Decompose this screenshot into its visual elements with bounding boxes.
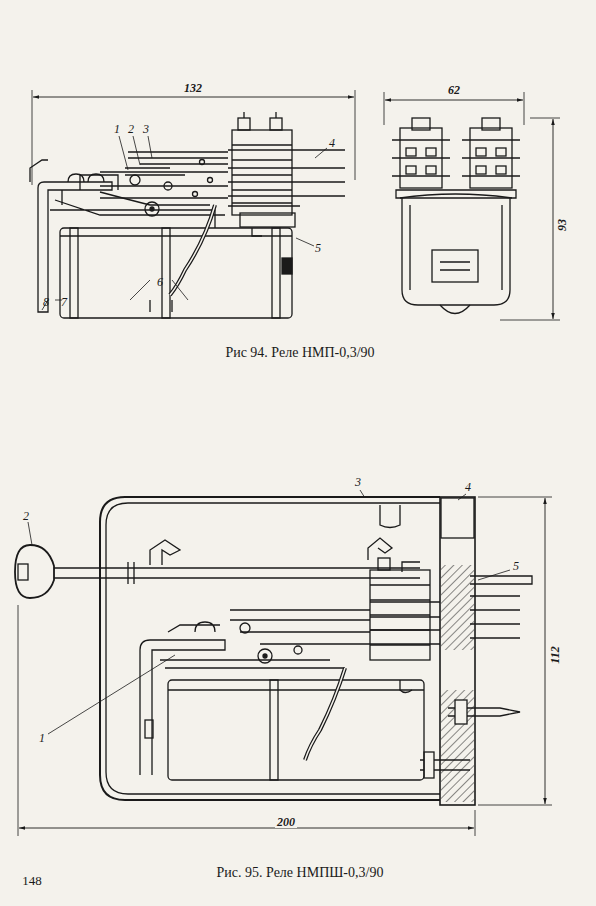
dimension: 93 <box>556 217 568 233</box>
callout-number: 1 <box>39 732 45 744</box>
relay-front-view <box>384 92 560 320</box>
callout-number: 6 <box>157 276 163 288</box>
dimension: 132 <box>182 82 204 94</box>
relay-in-housing <box>15 490 552 836</box>
callout-number: 1 <box>114 123 120 135</box>
callout-number: 5 <box>513 560 519 572</box>
figure-caption: Рис. 95. Реле НМПШ-0,3/90 <box>217 866 384 880</box>
page-number: 148 <box>22 874 42 887</box>
dimension: 200 <box>275 816 297 828</box>
relay-side-view <box>30 90 355 318</box>
callout-number: 7 <box>61 296 67 308</box>
callout-number: 3 <box>355 476 361 488</box>
callout-number: 8 <box>43 296 49 308</box>
dimension: 62 <box>446 84 462 96</box>
callout-number: 2 <box>23 510 29 522</box>
callout-number: 5 <box>315 242 321 254</box>
callout-number: 3 <box>143 123 149 135</box>
callout-number: 2 <box>128 123 134 135</box>
figure-caption: Рис 94. Реле НМП-0,3/90 <box>225 346 374 360</box>
callout-number: 4 <box>465 481 471 493</box>
dimension: 112 <box>549 644 561 665</box>
callout-number: 4 <box>329 137 335 149</box>
